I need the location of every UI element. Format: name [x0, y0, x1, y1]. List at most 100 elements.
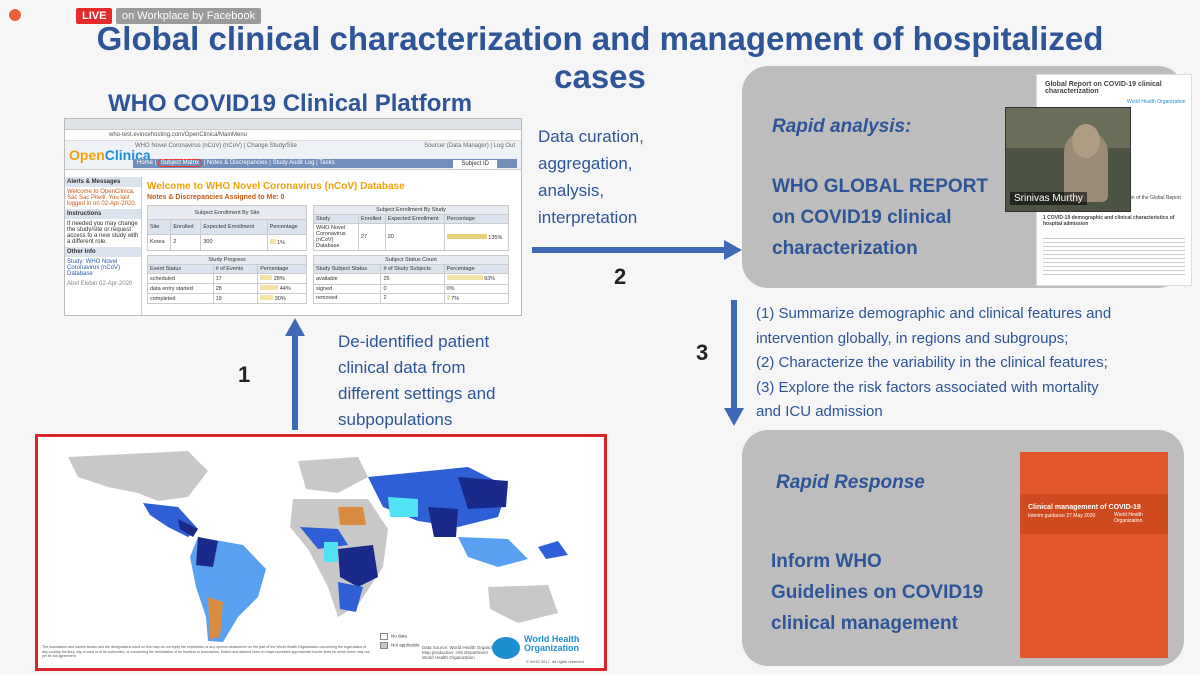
subject-id-input[interactable]: Subject ID	[453, 160, 497, 169]
openclinica-screenshot: who-test.evincehosting.com/OpenClinica/M…	[64, 118, 522, 316]
arrow-up-icon	[285, 318, 305, 336]
curation-text: Data curation, aggregation, analysis, in…	[538, 123, 644, 231]
sidebar-instructions-head: Instructions	[65, 209, 141, 219]
table-title: Subject Enrollment By Study	[313, 205, 509, 215]
world-map: The boundaries and names shown and the d…	[35, 434, 607, 671]
browser-url: who-test.evincehosting.com/OpenClinica/M…	[65, 130, 521, 141]
percent-text: 7%	[451, 295, 460, 302]
openclinica-sidebar: Alerts & Messages Welcome to OpenClinica…	[65, 177, 142, 315]
percent-text: 1%	[277, 239, 286, 246]
nav-subject-matrix[interactable]: Subject Matrix	[157, 159, 202, 167]
map-north-america	[68, 451, 208, 501]
table-cell: 27	[358, 223, 386, 251]
table-cell: 20	[384, 223, 445, 251]
slide-title-line2: cases	[554, 58, 646, 95]
camera-icon[interactable]	[8, 8, 22, 22]
col-header: Percentage	[443, 264, 510, 275]
col-header: Expected Enrollment	[200, 219, 268, 235]
openclinica-nav: Home | Subject Matrix | Notes & Discrepa…	[133, 159, 517, 169]
percent-text: 135%	[488, 234, 503, 241]
report-line: characterization	[772, 238, 918, 259]
arrow-right-icon	[724, 240, 742, 260]
map-central-africa	[324, 542, 338, 562]
sidebar-alerts-text: Welcome to OpenClinica, Sac Sac Pitelli.…	[67, 189, 137, 207]
map-south-america-south	[208, 597, 223, 639]
table-cell: 28%	[257, 273, 307, 284]
table-cell: 2	[380, 292, 445, 305]
map-copyright: © WHO 2017. All rights reserved.	[526, 659, 585, 664]
subject-status-table: Subject Status Count Study Subject Statu…	[312, 254, 510, 305]
nav-audit[interactable]: Study Audit Log	[272, 160, 315, 166]
col-header: Percentage	[266, 219, 308, 235]
source-line: World Health Organization	[422, 655, 475, 660]
speaker-video-tile[interactable]: Srinivas Murthy	[1005, 107, 1131, 212]
report-line: on COVID19 clinical	[772, 207, 952, 228]
objective-line: intervention globally, in regions and su…	[756, 329, 1069, 347]
inform-line: clinical management	[771, 613, 958, 634]
col-header: Study Subject Status	[312, 264, 382, 275]
deid-line: clinical data from	[338, 358, 466, 377]
map-middle-east	[388, 497, 418, 517]
col-header: Site	[146, 219, 172, 235]
table-title: Study Progress	[147, 255, 307, 265]
deid-line: subpopulations	[338, 410, 453, 429]
map-southeast-asia	[458, 537, 528, 567]
global-report-text: WHO GLOBAL REPORT on COVID19 clinical ch…	[772, 171, 988, 264]
browser-tab-bar	[65, 119, 521, 130]
objectives-list: (1) Summarize demographic and clinical f…	[756, 302, 1196, 425]
cover-band	[1020, 494, 1168, 534]
table-cell: 1%	[266, 233, 308, 252]
col-header: Expected Enrollment	[384, 214, 445, 224]
percent-text: 44%	[279, 286, 291, 292]
sidebar-other-head: Other Info	[65, 247, 141, 257]
platform-title: WHO COVID19 Clinical Platform	[108, 90, 473, 117]
report-doc-title: Global Report on COVID-19 clinical chara…	[1045, 81, 1162, 95]
step-number-3: 3	[696, 340, 709, 365]
role-line: Sourcer (Data Manager) | Log Out	[424, 143, 515, 149]
progress-fill	[269, 238, 276, 244]
table-cell: removed	[312, 292, 382, 305]
table-cell: signed	[312, 283, 382, 294]
table-cell: 93%	[443, 273, 510, 285]
slide-title: Global clinical characterization and man…	[60, 20, 1140, 96]
speaker-name: Srinivas Murthy	[1010, 192, 1087, 205]
nav-tasks[interactable]: Tasks	[319, 160, 335, 166]
curation-line: Data curation,	[538, 127, 644, 146]
col-header: Study	[313, 214, 359, 224]
source-line: Map production: HIS Department	[422, 650, 488, 655]
arrow-to-response-shaft	[731, 300, 737, 412]
objective-line: (3) Explore the risk factors associated …	[756, 378, 1099, 396]
source-line: Data Source: World Health Organization	[422, 645, 503, 650]
legend-swatch	[380, 633, 388, 640]
sidebar-other-text[interactable]: Study: WHO Novel Coronavirus (nCoV) Data…	[67, 259, 121, 277]
nav-notes[interactable]: Notes & Discrepancies	[206, 160, 268, 166]
slide-title-line1: Global clinical characterization and man…	[96, 20, 1104, 57]
nav-home[interactable]: Home	[137, 160, 154, 166]
table-cell: 17	[212, 273, 259, 284]
live-source-label: on Workplace by Facebook	[116, 8, 262, 24]
col-header: Enrolled	[170, 219, 202, 235]
who-line: Organization	[524, 643, 580, 653]
legend-label: No data	[391, 633, 407, 639]
table-cell: 44%	[257, 283, 307, 294]
map-south-africa	[338, 582, 363, 612]
report-doc-org: World Health Organization	[1127, 99, 1186, 105]
legend-label: Not applicable	[391, 642, 420, 648]
step-number-2: 2	[614, 264, 627, 289]
who-emblem-icon	[492, 637, 520, 659]
table-title: Subject Enrollment By Site	[147, 204, 307, 221]
guideline-cover: Clinical management of COVID-19 Interim …	[1020, 452, 1168, 658]
inform-line: Guidelines on COVID19	[771, 582, 984, 603]
notes-line[interactable]: Notes & Discrepancies Assigned to Me: 0	[147, 194, 285, 201]
objective-line: and ICU admission	[756, 403, 883, 420]
percent-text: 28%	[273, 276, 285, 282]
cover-subtitle: Interim guidance 27 May 2020	[1028, 513, 1096, 519]
study-line: WHO Novel Coronavirus (nCoV) (nCoV) | Ch…	[135, 143, 297, 149]
arrow-to-analysis-shaft	[532, 247, 730, 253]
step-number-1: 1	[238, 362, 251, 387]
table-cell: 7%	[443, 292, 510, 305]
welcome-heading: Welcome to WHO Novel Coronavirus (nCoV) …	[147, 181, 405, 192]
objective-line: (2) Characterize the variability in the …	[756, 354, 1108, 371]
